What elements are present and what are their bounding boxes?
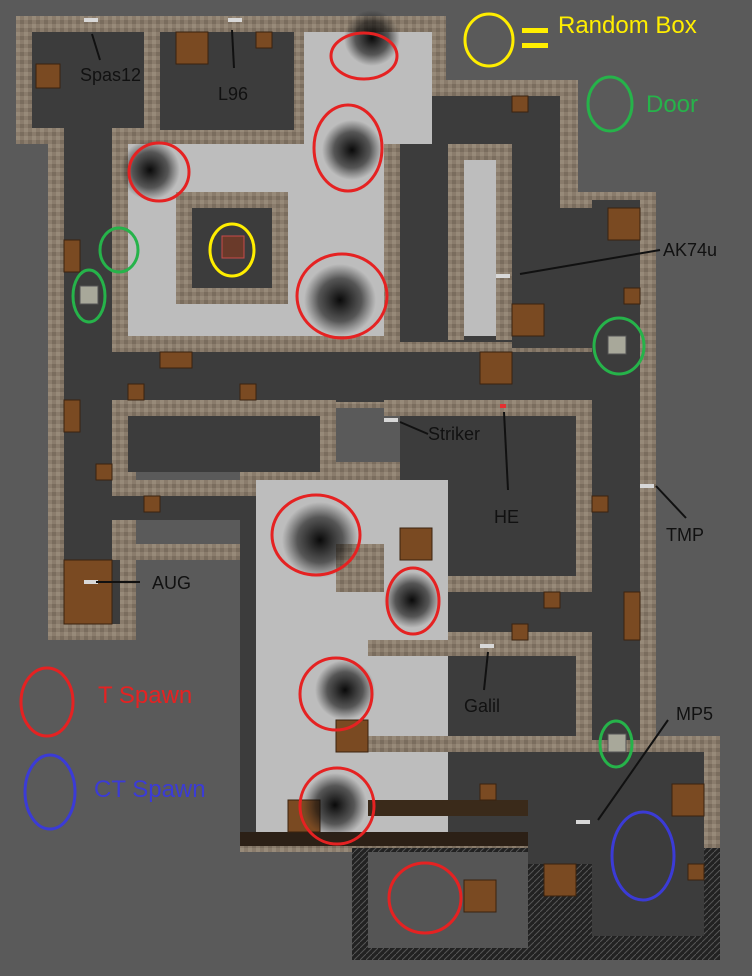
legend-door-circle xyxy=(586,75,634,133)
door-markers xyxy=(71,226,646,769)
legend-door-label: Door xyxy=(646,91,698,118)
legend-random-box-dash-top xyxy=(522,28,548,33)
legend-ct-spawn-label: CT Spawn xyxy=(94,776,206,803)
ct-spawn-marker xyxy=(610,810,676,902)
ct-area xyxy=(240,752,720,960)
inner-walls xyxy=(112,144,592,752)
weapon-labels: Spas12 L96 AK74u Striker HE TMP AUG Gali… xyxy=(80,65,717,724)
label-tmp: TMP xyxy=(666,525,704,545)
weapon-pickups xyxy=(84,18,654,824)
crates xyxy=(35,31,705,913)
legend-t-spawn-label: T Spawn xyxy=(98,682,192,709)
label-l96: L96 xyxy=(218,84,248,104)
legend-random-box-dash-bottom xyxy=(522,43,548,48)
legend-ct-spawn-circle xyxy=(23,753,77,831)
random-box-marker xyxy=(208,222,256,278)
legend: Random Box Door T Spawn CT Spawn xyxy=(19,12,698,831)
blood-splats xyxy=(120,10,440,837)
label-mp5: MP5 xyxy=(676,704,713,724)
leader-lines xyxy=(91,29,687,821)
label-galil: Galil xyxy=(464,696,500,716)
t-spawn-markers xyxy=(127,31,463,935)
label-striker: Striker xyxy=(428,424,480,444)
label-aug: AUG xyxy=(152,573,191,593)
label-ak74u: AK74u xyxy=(663,240,717,260)
legend-t-spawn-circle xyxy=(19,666,75,738)
legend-random-box-circle xyxy=(463,12,515,68)
door-squares xyxy=(79,285,627,753)
random-box xyxy=(221,235,245,259)
legend-random-box-label: Random Box xyxy=(558,12,697,39)
label-he: HE xyxy=(494,507,519,527)
label-spas12: Spas12 xyxy=(80,65,141,85)
